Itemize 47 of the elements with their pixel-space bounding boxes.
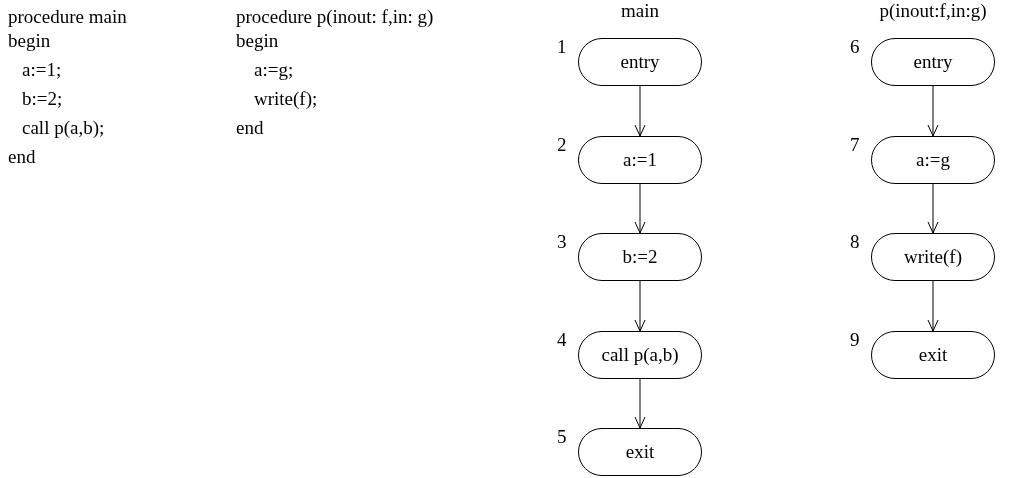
process-node (578, 38, 702, 86)
node-label: call p(a,b) (601, 344, 679, 366)
node-number: 4 (557, 329, 567, 351)
column-heading: main (621, 0, 659, 22)
arrow (634, 280, 646, 332)
node-label: b:=2 (622, 246, 658, 268)
code-line: a:=g; (254, 59, 294, 81)
node-label: exit (918, 344, 948, 366)
node-label: entry (913, 51, 953, 73)
arrow (927, 85, 939, 137)
code-line: b:=2; (22, 88, 63, 110)
node-number: 2 (557, 134, 567, 156)
node-number: 1 (557, 36, 567, 58)
code-line: end (8, 146, 36, 168)
code-line: begin (8, 30, 51, 52)
node-number: 7 (850, 134, 860, 156)
arrow (634, 378, 646, 429)
code-line: begin (236, 30, 279, 52)
node-label: entry (620, 51, 660, 73)
process-node (871, 233, 995, 281)
process-node (578, 331, 702, 379)
arrow (634, 183, 646, 234)
code-line: end (236, 117, 264, 139)
node-number: 8 (850, 231, 860, 253)
process-node (578, 233, 702, 281)
process-node (578, 136, 702, 184)
node-number: 9 (850, 329, 860, 351)
code-line: procedure p(inout: f,in: g) (236, 6, 434, 28)
node-label: exit (625, 441, 655, 463)
code-line: call p(a,b); (22, 117, 105, 139)
code-line: a:=1; (22, 59, 62, 81)
node-label: a:=g (916, 149, 950, 171)
process-node (871, 38, 995, 86)
arrow (927, 183, 939, 234)
node-number: 3 (557, 231, 567, 253)
code-line: write(f); (254, 88, 318, 110)
arrow (927, 280, 939, 332)
node-label: write(f) (904, 246, 962, 268)
process-node (578, 428, 702, 476)
column-heading: p(inout:f,in:g) (879, 0, 987, 22)
node-number: 5 (557, 426, 567, 448)
node-number: 6 (850, 36, 860, 58)
arrow (634, 85, 646, 137)
node-label: a:=1 (623, 149, 657, 171)
process-node (871, 136, 995, 184)
process-node (871, 331, 995, 379)
code-line: procedure main (8, 6, 127, 28)
